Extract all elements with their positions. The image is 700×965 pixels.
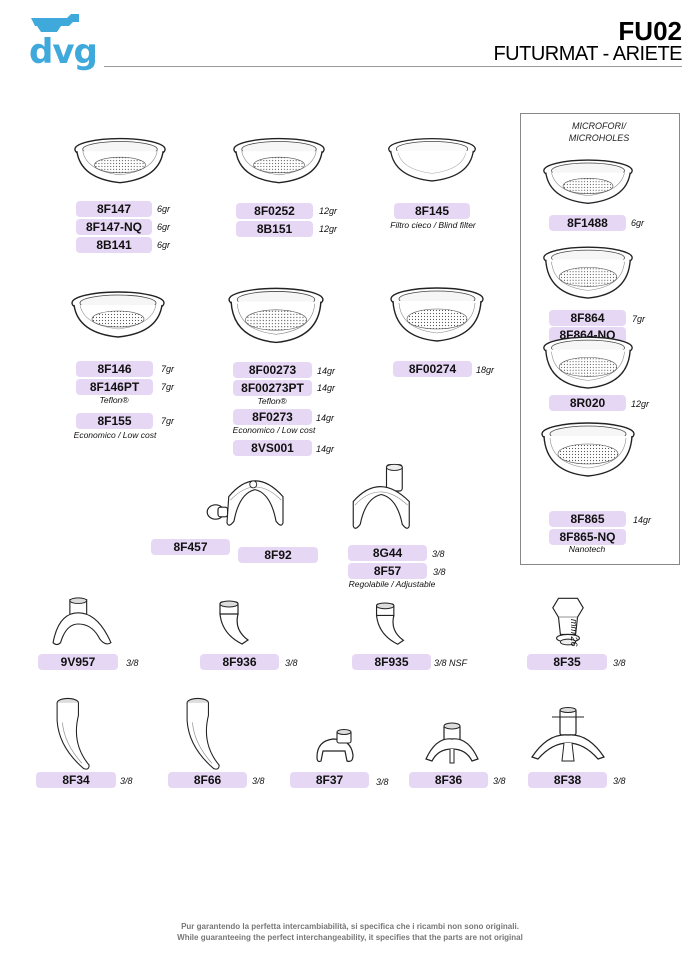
thread-8F37: 3/8 bbox=[376, 777, 389, 787]
part-code-8F865: 8F865 bbox=[549, 511, 626, 527]
part-code-8F864: 8F864 bbox=[549, 310, 626, 326]
weight-8F00273: 14gr bbox=[317, 366, 336, 376]
note-8F57: Regolabile / Adjustable bbox=[348, 579, 436, 589]
weight-8F155: 7gr bbox=[161, 416, 175, 426]
thread-9V957: 3/8 bbox=[126, 658, 139, 668]
part-code-8F457: 8F457 bbox=[151, 539, 230, 555]
note-8F00273PT: Teflon® bbox=[257, 396, 287, 406]
part-code-8F146: 8F146 bbox=[76, 361, 153, 377]
spout-8F36 bbox=[422, 721, 482, 767]
spout-8F34 bbox=[48, 694, 100, 774]
weight-8F00273PT: 14gr bbox=[317, 383, 336, 393]
page-model: FUTURMAT - ARIETE bbox=[493, 43, 682, 65]
brand-logo: dvg bbox=[27, 12, 98, 80]
filter-basket-8F146 bbox=[68, 287, 168, 351]
microholes-title-2: MICROHOLES bbox=[568, 133, 630, 143]
part-code-8F0252: 8F0252 bbox=[236, 203, 313, 219]
weight-8F864: 7gr bbox=[632, 314, 646, 324]
weight-8B141: 6gr bbox=[157, 240, 171, 250]
note-8F865-NQ: Nanotech bbox=[568, 544, 606, 554]
part-code-8F38: 8F38 bbox=[528, 772, 607, 788]
thread-8F34: 3/8 bbox=[120, 776, 133, 786]
part-code-8G44: 8G44 bbox=[348, 545, 427, 561]
note-8F146PT: Teflon® bbox=[99, 395, 129, 405]
weight-8F865: 14gr bbox=[633, 515, 652, 525]
part-code-8F147-NQ: 8F147-NQ bbox=[76, 219, 152, 235]
part-code-9V957: 9V957 bbox=[38, 654, 118, 670]
filter-basket-8F864 bbox=[540, 243, 636, 309]
note-8F145: Filtro cieco / Blind filter bbox=[390, 220, 476, 230]
weight-8F0252: 12gr bbox=[319, 206, 338, 216]
part-code-8F00274: 8F00274 bbox=[393, 361, 472, 377]
part-code-8F00273: 8F00273 bbox=[233, 362, 312, 378]
part-code-8R020: 8R020 bbox=[549, 395, 626, 411]
filter-basket-8F00273 bbox=[225, 285, 327, 353]
filter-basket-8F1488 bbox=[540, 157, 636, 215]
part-code-8F37: 8F37 bbox=[290, 772, 369, 788]
part-code-8F865-NQ: 8F865-NQ bbox=[549, 529, 626, 545]
part-code-8F34: 8F34 bbox=[36, 772, 116, 788]
note-8F155: Economico / Low cost bbox=[73, 430, 157, 440]
weight-8F00274: 18gr bbox=[476, 365, 495, 375]
spout-8F935 bbox=[370, 602, 410, 650]
thread-8F38: 3/8 bbox=[613, 776, 626, 786]
footer-disclaimer-it: Pur garantendo la perfetta intercambiabi… bbox=[181, 922, 519, 931]
thread-8F36: 3/8 bbox=[493, 776, 506, 786]
weight-8B151: 12gr bbox=[319, 224, 338, 234]
part-code-8F36: 8F36 bbox=[409, 772, 488, 788]
thread-8F66: 3/8 bbox=[252, 776, 265, 786]
weight-8F1488: 6gr bbox=[631, 218, 645, 228]
part-code-8F00273PT: 8F00273PT bbox=[233, 380, 312, 396]
header-divider bbox=[104, 66, 682, 67]
filter-basket-8F00274 bbox=[387, 285, 487, 351]
microholes-box bbox=[520, 113, 680, 565]
microholes-title-1: MICROFORI/ bbox=[572, 121, 626, 131]
part-code-8F0273: 8F0273 bbox=[233, 409, 312, 425]
filter-basket-8F0252 bbox=[230, 135, 328, 195]
note-8F0273: Economico / Low cost bbox=[232, 425, 316, 435]
coffee-handle-icon bbox=[31, 14, 79, 32]
thread-8F935: 3/8 NSF bbox=[434, 658, 468, 668]
part-code-8F155: 8F155 bbox=[76, 413, 153, 429]
weight-8R020: 12gr bbox=[631, 399, 650, 409]
spout-9V957 bbox=[46, 596, 118, 652]
weight-8F147: 6gr bbox=[157, 204, 171, 214]
thread-8F57: 3/8 bbox=[433, 567, 446, 577]
weight-8F147-NQ: 6gr bbox=[157, 222, 171, 232]
weight-8VS001: 14gr bbox=[316, 444, 335, 454]
part-code-8F146PT: 8F146PT bbox=[76, 379, 153, 395]
part-code-8F935: 8F935 bbox=[352, 654, 431, 670]
weight-8F0273: 14gr bbox=[316, 413, 335, 423]
part-code-8F147: 8F147 bbox=[76, 201, 152, 217]
filter-basket-8F147 bbox=[71, 135, 169, 195]
blind-filter-8F145 bbox=[385, 135, 479, 193]
weight-8F146: 7gr bbox=[161, 364, 175, 374]
dimension-8F35: mm 26 bbox=[569, 619, 579, 647]
thread-8G44: 3/8 bbox=[432, 549, 445, 559]
part-code-8F145: 8F145 bbox=[394, 203, 470, 219]
spout-8F92 bbox=[220, 470, 290, 532]
spout-8F936 bbox=[214, 600, 254, 650]
logo-text: dvg bbox=[29, 32, 98, 72]
part-code-8B151: 8B151 bbox=[236, 221, 313, 237]
weight-8F146PT: 7gr bbox=[161, 382, 175, 392]
spout-8F66 bbox=[178, 694, 230, 774]
thread-8F936: 3/8 bbox=[285, 658, 298, 668]
part-code-8F57: 8F57 bbox=[348, 563, 427, 579]
spout-8F38 bbox=[528, 707, 608, 767]
spout-8G44 bbox=[348, 460, 418, 536]
part-code-8F35: 8F35 bbox=[527, 654, 607, 670]
filter-basket-8F865 bbox=[538, 418, 638, 488]
footer-disclaimer-en: While guaranteeing the perfect interchan… bbox=[177, 933, 523, 942]
part-code-8VS001: 8VS001 bbox=[233, 440, 312, 456]
part-code-8F936: 8F936 bbox=[200, 654, 279, 670]
part-code-8F1488: 8F1488 bbox=[549, 215, 626, 231]
part-code-8F66: 8F66 bbox=[168, 772, 247, 788]
part-code-8B141: 8B141 bbox=[76, 237, 152, 253]
part-code-8F92: 8F92 bbox=[238, 547, 318, 563]
spout-8F37 bbox=[308, 727, 360, 767]
filter-basket-8R020 bbox=[540, 333, 636, 399]
page-code: FU02 bbox=[618, 16, 682, 46]
thread-8F35: 3/8 bbox=[613, 658, 626, 668]
